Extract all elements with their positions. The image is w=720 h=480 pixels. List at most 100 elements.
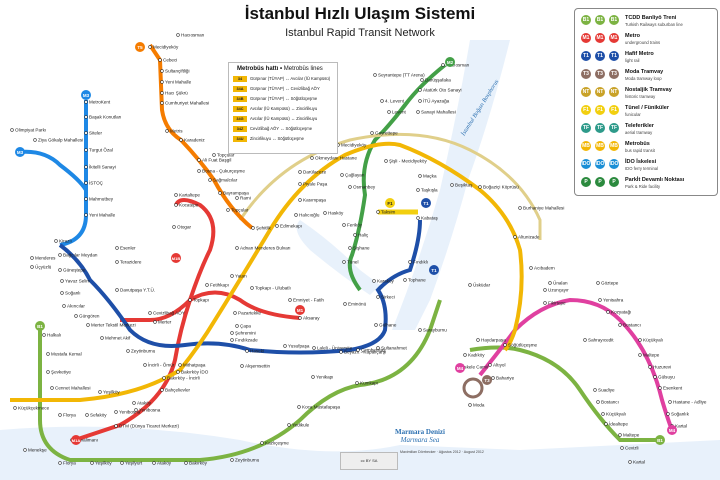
station-marker[interactable] — [323, 211, 327, 215]
station-label[interactable]: Soğanlı — [65, 291, 81, 296]
station-marker[interactable] — [604, 422, 608, 426]
station-label[interactable]: Bakırköy - İncirli — [167, 375, 200, 381]
station-label[interactable]: Güngören — [79, 314, 100, 319]
station-marker[interactable] — [84, 181, 88, 185]
station-marker[interactable] — [488, 363, 492, 367]
station-label[interactable]: Çağlayan — [345, 173, 365, 178]
station-label[interactable]: Levent — [392, 110, 407, 115]
station-label[interactable]: Yatan — [235, 274, 247, 279]
station-marker[interactable] — [46, 370, 50, 374]
station-marker[interactable] — [283, 344, 287, 348]
station-label[interactable]: Florya — [63, 413, 76, 418]
station-label[interactable]: İSTOÇ — [89, 180, 104, 186]
station-label[interactable]: Esenkent — [663, 386, 683, 391]
station-marker[interactable] — [353, 233, 357, 237]
station-label[interactable]: Eminönü — [348, 302, 367, 307]
station-marker[interactable] — [370, 131, 374, 135]
station-label[interactable]: Cumhuriyet Mahallesi — [165, 101, 209, 106]
station-label[interactable]: Kartal — [633, 460, 645, 465]
station-marker[interactable] — [240, 364, 244, 368]
station-label[interactable]: Sahrayıcedit — [588, 338, 614, 343]
station-label[interactable]: Şehremini — [235, 331, 256, 336]
station-marker[interactable] — [294, 213, 298, 217]
station-marker[interactable] — [42, 333, 46, 337]
station-marker[interactable] — [298, 170, 302, 174]
station-label[interactable]: Koca Mustafapaşa — [302, 405, 340, 410]
station-label[interactable]: Cebeci — [163, 58, 177, 63]
station-label[interactable]: Yeni Mahalle — [165, 80, 192, 85]
station-marker[interactable] — [297, 405, 301, 409]
station-label[interactable]: MetroKent — [89, 100, 111, 105]
station-label[interactable]: Bosna - Çukurçeşme — [202, 169, 245, 174]
station-label[interactable]: Küçükyalı — [643, 338, 663, 343]
station-label[interactable]: Kirazlı — [59, 239, 72, 244]
station-marker[interactable] — [33, 138, 37, 142]
station-label[interactable]: Çapa — [240, 324, 251, 329]
station-marker[interactable] — [115, 246, 119, 250]
station-label[interactable]: İkitelli Sanayi — [89, 164, 116, 170]
station-marker[interactable] — [235, 246, 239, 250]
station-label[interactable]: Altunizade — [518, 235, 540, 240]
station-marker[interactable] — [158, 58, 162, 62]
station-label[interactable]: Sirkeci — [381, 295, 395, 300]
station-marker[interactable] — [348, 246, 352, 250]
station-marker[interactable] — [50, 386, 54, 390]
station-label[interactable]: Fetihkapı — [210, 283, 229, 288]
station-label[interactable]: Soğanlık — [671, 412, 690, 417]
station-marker[interactable] — [148, 311, 152, 315]
station-marker[interactable] — [178, 363, 182, 367]
station-marker[interactable] — [23, 448, 27, 452]
station-label[interactable]: Maltepe — [623, 433, 640, 438]
station-marker[interactable] — [230, 458, 234, 462]
station-marker[interactable] — [115, 260, 119, 264]
station-label[interactable]: Şişhane — [353, 246, 370, 251]
station-marker[interactable] — [478, 185, 482, 189]
station-marker[interactable] — [98, 390, 102, 394]
station-marker[interactable] — [583, 338, 587, 342]
station-marker[interactable] — [84, 165, 88, 169]
station-marker[interactable] — [596, 400, 600, 404]
station-marker[interactable] — [174, 193, 178, 197]
station-label[interactable]: 4. Levent — [385, 99, 405, 104]
station-marker[interactable] — [593, 388, 597, 392]
station-marker[interactable] — [441, 63, 445, 67]
station-label[interactable]: Üçyüzlü — [35, 264, 52, 270]
station-marker[interactable] — [638, 353, 642, 357]
station-label[interactable]: Feriköy — [347, 223, 363, 228]
station-label[interactable]: Rami — [240, 196, 251, 201]
station-marker[interactable] — [197, 158, 201, 162]
station-marker[interactable] — [416, 216, 420, 220]
station-label[interactable]: Kartaltepe — [179, 193, 200, 198]
station-label[interactable]: Gülhane — [379, 323, 397, 328]
station-label[interactable]: Fındıklı — [413, 260, 428, 265]
station-label[interactable]: Topçular — [217, 153, 235, 158]
station-label[interactable]: Karadeniz — [184, 138, 205, 143]
station-marker[interactable] — [165, 129, 169, 133]
station-label[interactable]: Fikirtepe — [548, 301, 566, 306]
station-marker[interactable] — [30, 265, 34, 269]
station-marker[interactable] — [287, 423, 291, 427]
station-marker[interactable] — [384, 159, 388, 163]
station-marker[interactable] — [148, 45, 152, 49]
station-marker[interactable] — [218, 191, 222, 195]
station-marker[interactable] — [208, 178, 212, 182]
station-marker[interactable] — [153, 320, 157, 324]
station-marker[interactable] — [84, 131, 88, 135]
station-label[interactable]: Aksaray — [303, 316, 320, 321]
station-label[interactable]: Küçükyalı — [606, 412, 626, 417]
station-marker[interactable] — [339, 350, 343, 354]
station-label[interactable]: Taşkışla — [421, 188, 438, 193]
station-marker[interactable] — [184, 461, 188, 465]
station-marker[interactable] — [114, 410, 118, 414]
station-marker[interactable] — [58, 253, 62, 257]
station-label[interactable]: Florya — [63, 461, 76, 466]
station-label[interactable]: Boğaziçi Köprüsü — [483, 185, 519, 190]
station-marker[interactable] — [618, 433, 622, 437]
station-marker[interactable] — [596, 281, 600, 285]
station-label[interactable]: Olimpiyat Parkı — [15, 128, 46, 133]
station-label[interactable]: Haseki — [250, 349, 264, 354]
station-label[interactable]: Beşiktaş — [455, 183, 473, 188]
station-label[interactable]: Çemberlitaş — [361, 348, 386, 353]
station-label[interactable]: Huzurevi — [653, 365, 671, 370]
station-marker[interactable] — [230, 338, 234, 342]
